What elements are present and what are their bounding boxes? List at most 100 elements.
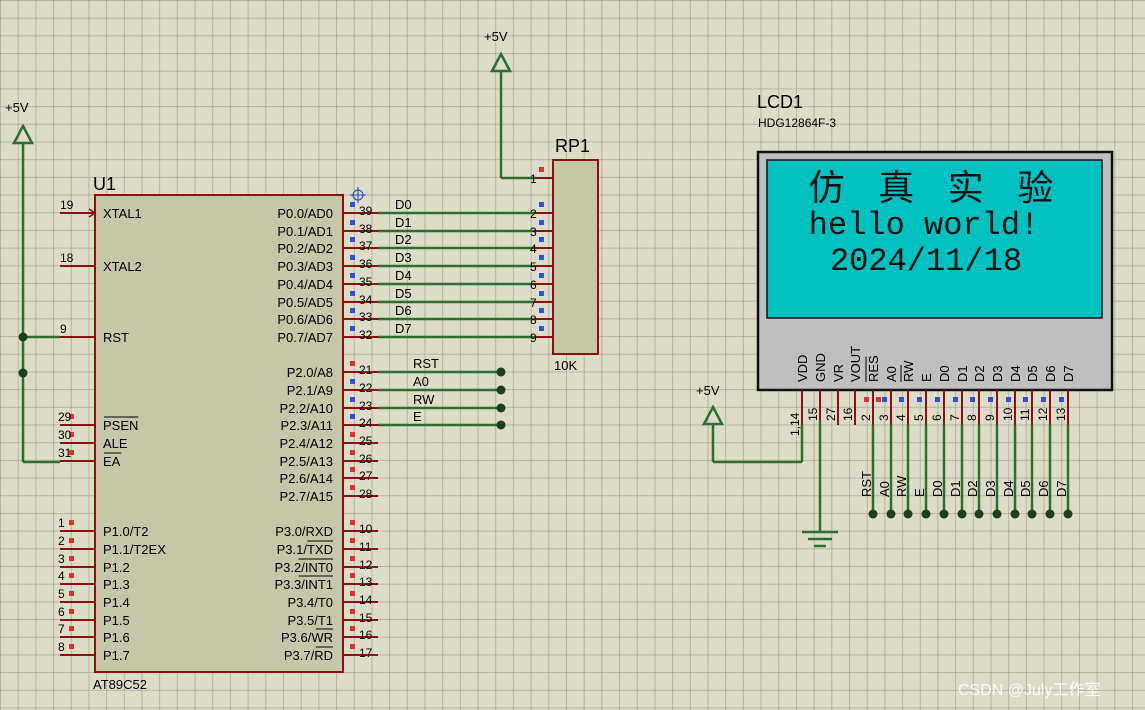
- u1-pin-3[interactable]: 3P1.2: [58, 552, 130, 575]
- lcd-net-D6[interactable]: D6: [1036, 425, 1055, 519]
- rp1-pin-2[interactable]: 2: [530, 202, 553, 221]
- net-RST[interactable]: RST: [378, 356, 506, 377]
- rp1-pin-8[interactable]: 8: [530, 308, 553, 327]
- u1-pin-4[interactable]: 4P1.3: [58, 569, 130, 592]
- lcd-net-E[interactable]: E: [912, 425, 931, 519]
- lcd-net-RST[interactable]: RST: [859, 425, 878, 519]
- power-terminal-rp1[interactable]: +5V: [484, 29, 535, 180]
- net-D3[interactable]: D3: [378, 250, 535, 268]
- rp1-pin-3[interactable]: 3: [530, 220, 553, 239]
- rp1-pin-6[interactable]: 6: [530, 273, 553, 292]
- net-D4[interactable]: D4: [378, 268, 535, 286]
- lcd-net-D2[interactable]: D2: [965, 425, 984, 519]
- rp1-resistor-pack[interactable]: RP1 10K: [552, 136, 599, 373]
- lcd-pin-d0[interactable]: D06: [930, 365, 952, 425]
- lcd-pin-a0[interactable]: A03: [877, 366, 899, 425]
- net-D7[interactable]: D7: [378, 321, 535, 339]
- u1-pin-5[interactable]: 5P1.4: [58, 587, 130, 610]
- lcd-net-D3[interactable]: D3: [983, 425, 1002, 519]
- rp1-pin-9[interactable]: 9: [530, 326, 553, 345]
- lcd-net-D1[interactable]: D1: [948, 425, 967, 519]
- net-label: D5: [1018, 480, 1033, 497]
- rp1-pin-5[interactable]: 5: [530, 255, 553, 274]
- lcd-pin-rw[interactable]: RW4: [894, 360, 916, 425]
- rp1-pin-7[interactable]: 7: [530, 291, 553, 310]
- power-terminal-lcd[interactable]: +5V: [696, 383, 802, 464]
- pin-number: 9: [60, 322, 67, 336]
- u1-pin-2[interactable]: 2P1.1/T2EX: [58, 534, 166, 557]
- power-terminal-left[interactable]: +5V: [5, 100, 60, 464]
- u1-chip[interactable]: U1 AT89C52: [93, 174, 344, 692]
- rp1-pin-1[interactable]: 1: [530, 167, 553, 186]
- u1-pin-8[interactable]: 8P1.7: [58, 640, 130, 663]
- lcd1-module[interactable]: LCD1 HDG12864F-3 仿 真 实 验 hello world! 20…: [756, 92, 1114, 392]
- lcd-pin-d2[interactable]: D28: [965, 365, 987, 425]
- lcd-net-D7[interactable]: D7: [1054, 425, 1073, 519]
- u1-pin-1[interactable]: 1P1.0/T2: [58, 516, 149, 539]
- lcd-net-D0[interactable]: D0: [930, 425, 949, 519]
- net-D0[interactable]: D0: [378, 197, 535, 215]
- net-D2[interactable]: D2: [378, 232, 535, 250]
- rp1-pin-4[interactable]: 4: [530, 237, 553, 256]
- pin-label: D0: [937, 365, 952, 382]
- pin-label: D5: [1025, 365, 1040, 382]
- net-label: D7: [395, 321, 412, 336]
- lcd-net-D5[interactable]: D5: [1018, 425, 1037, 519]
- net-RW[interactable]: RW: [378, 392, 506, 413]
- lcd-net-A0[interactable]: A0: [877, 425, 896, 519]
- lcd-net-RW[interactable]: RW: [894, 425, 913, 519]
- net-A0[interactable]: A0: [378, 374, 506, 395]
- pin-number: 21: [359, 363, 373, 377]
- lcd-pin-d3[interactable]: D39: [983, 365, 1005, 425]
- lcd-pin-e[interactable]: E5: [912, 373, 934, 425]
- net-E[interactable]: E: [378, 409, 506, 430]
- net-D5[interactable]: D5: [378, 286, 535, 304]
- net-D6[interactable]: D6: [378, 303, 535, 321]
- lcd-net-D4[interactable]: D4: [1001, 425, 1020, 519]
- lcd-pin-d1[interactable]: D17: [948, 365, 970, 425]
- u1-pin-7[interactable]: 7P1.6: [58, 622, 130, 645]
- u1-pin-6[interactable]: 6P1.5: [58, 605, 130, 628]
- net-D1[interactable]: D1: [378, 215, 535, 233]
